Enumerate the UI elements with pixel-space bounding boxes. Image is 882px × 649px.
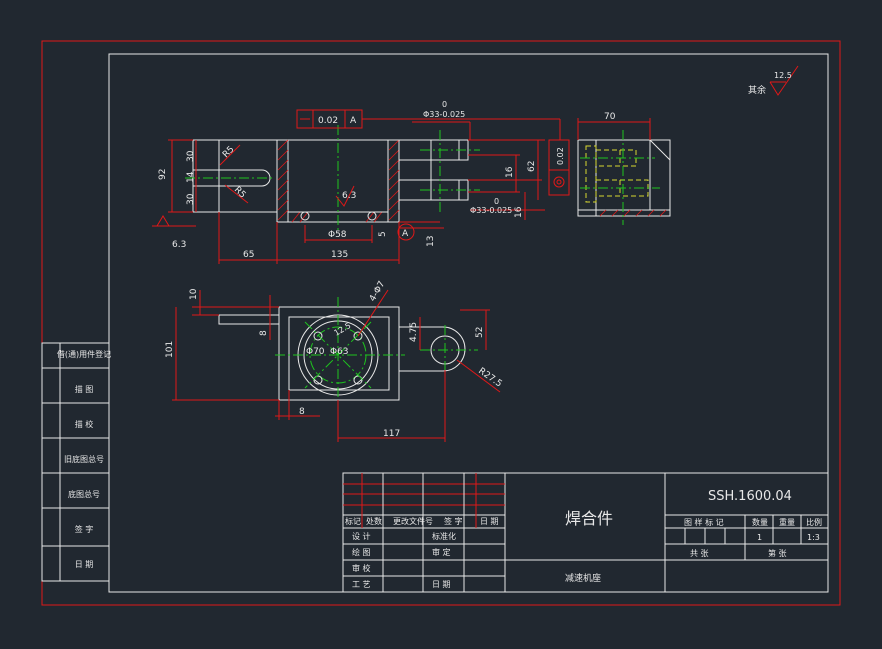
- rev-h3: 签 字: [444, 516, 463, 526]
- sheet-total: 共 张: [690, 549, 709, 558]
- dim-117: 117: [383, 429, 400, 439]
- dim-dia-bot-sup: 0: [494, 197, 499, 206]
- dim-phi63: Φ63: [330, 347, 349, 357]
- left-col-1: 描 图: [75, 384, 94, 394]
- part-name: 焊合件: [565, 509, 613, 528]
- dim-13: 13: [426, 236, 436, 247]
- outer-border: [41, 40, 841, 606]
- datum-a-symbol: A: [402, 229, 409, 239]
- rev-h1: 处数: [366, 516, 382, 526]
- dim-135: 135: [331, 250, 348, 260]
- dim-52: 52: [475, 327, 485, 338]
- assembly-name: 减速机座: [565, 572, 601, 584]
- left-column-table: 借(通)用件登记 描 图 描 校 旧底图总号 底图总号 签 字 日 期: [41, 342, 111, 582]
- dim-16a: 16: [505, 166, 515, 178]
- left-col-6: 日 期: [75, 560, 94, 569]
- top-view: 10 8 101 8 117 4-Φ7 12.5 Φ70 Φ63 4.75 52…: [165, 280, 504, 442]
- left-col-0: 借(通)用件登记: [57, 349, 111, 359]
- mark-h3: 比例: [806, 517, 822, 527]
- mark-h0: 图 样 标 记: [684, 517, 724, 527]
- title-block: 标记 处数 更改文件号 签 字 日 期 设 计 绘 图 审 校 工 艺 标准化 …: [342, 472, 829, 593]
- perp-value: 0.02: [556, 147, 565, 165]
- left-col-5: 签 字: [75, 524, 94, 534]
- scale-value: 1:3: [807, 533, 820, 542]
- left-col-3: 旧底图总号: [64, 454, 104, 464]
- surface-finish-label: 其余: [748, 84, 766, 96]
- dim-r5b: R5: [232, 185, 248, 201]
- dim-14: 14: [186, 171, 196, 183]
- dim-4xphi7: 4-Φ7: [368, 280, 388, 304]
- flatness-datum: A: [350, 116, 357, 126]
- dim-8b: 8: [299, 407, 305, 417]
- surface-finish-note: 其余 12.5: [748, 65, 799, 96]
- rev-h4: 日 期: [480, 517, 499, 526]
- drawing-number: SSH.1600.04: [708, 489, 792, 504]
- dim-101: 101: [165, 341, 175, 358]
- dim-8a: 8: [259, 330, 269, 336]
- dim-dia-top-sup: 0: [442, 100, 447, 109]
- qty-value: 1: [757, 533, 762, 542]
- row-draw: 绘 图: [352, 547, 371, 557]
- dim-30b: 30: [186, 193, 196, 205]
- dim-12-5: 12.5: [333, 321, 353, 338]
- dim-r5a: R5: [221, 145, 237, 161]
- dim-dia-top: Φ33-0.025: [423, 110, 465, 119]
- mark-h2: 重量: [779, 517, 795, 527]
- inner-border: [108, 53, 829, 593]
- dim-dia-bot: Φ33-0.025: [470, 206, 512, 215]
- row-date: 日 期: [432, 580, 451, 589]
- dim-4-75: 4.75: [409, 322, 419, 342]
- row-process: 工 艺: [352, 580, 371, 589]
- dim-16b: 16: [514, 206, 524, 218]
- dim-65: 65: [243, 250, 254, 260]
- roughness-mid: 6.3: [342, 191, 356, 201]
- side-view: 70: [577, 112, 671, 225]
- dim-5: 5: [378, 231, 388, 237]
- sheet-num: 第 张: [768, 548, 787, 558]
- dim-phi58: Φ58: [328, 230, 347, 240]
- roughness-left: 6.3: [172, 240, 186, 250]
- flatness-value: 0.02: [318, 116, 338, 126]
- left-col-4: 底图总号: [68, 489, 100, 499]
- rev-h0: 标记: [345, 516, 361, 526]
- row-design: 设 计: [352, 531, 371, 541]
- dim-92: 92: [158, 169, 168, 180]
- dim-30a: 30: [186, 150, 196, 162]
- surface-finish-value: 12.5: [774, 71, 792, 80]
- row-check: 审 校: [352, 563, 371, 573]
- dim-10: 10: [189, 288, 199, 300]
- dim-phi70: Φ70: [306, 347, 325, 357]
- dim-70: 70: [604, 112, 616, 122]
- front-view: 92 30 14 30 R5 R5 6.3 6.3 65 135 Φ58 5 1…: [152, 100, 570, 264]
- dim-62: 62: [527, 161, 537, 172]
- row-standard: 标准化: [432, 531, 456, 541]
- row-approve: 审 定: [432, 547, 451, 557]
- mark-h1: 数量: [752, 517, 768, 527]
- rev-h2: 更改文件号: [393, 516, 433, 526]
- left-col-2: 描 校: [75, 419, 94, 429]
